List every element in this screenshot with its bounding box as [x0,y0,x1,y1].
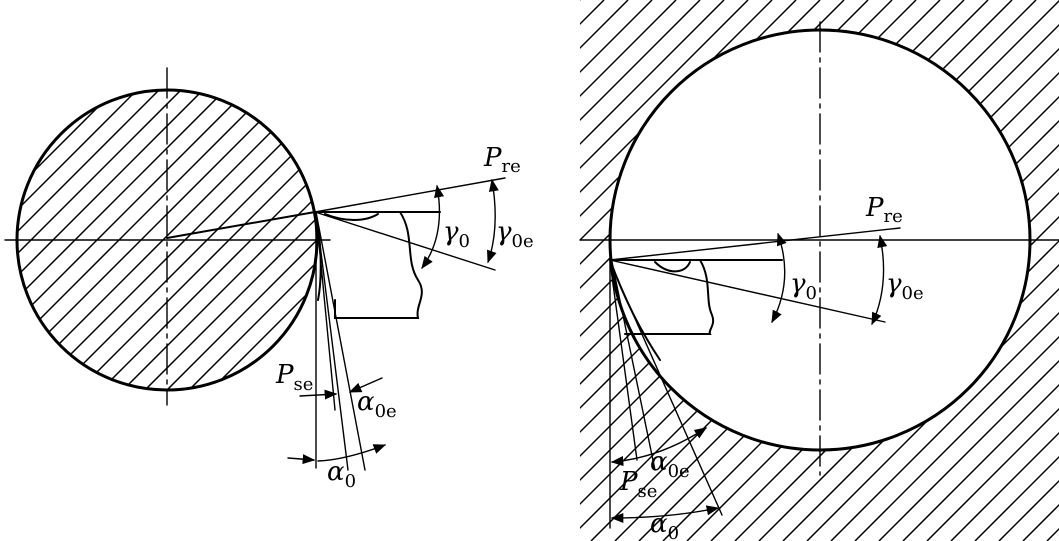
right-hatch-line [580,0,1013,541]
left-hatch-line [205,90,317,390]
right-hatch-line [580,0,965,541]
right-hatch-line [580,0,677,541]
right-hatch-line [950,0,1059,541]
right-flank-line-2 [609,261,723,516]
right-alpha0e-label: α0e [650,447,690,482]
right-hatch-line [580,0,869,541]
left-alpha0-arrow-left [287,454,316,465]
right-hatch-line [580,0,653,541]
left-chip-breaker [324,213,379,221]
right-hatch-line [580,0,893,541]
left-pse-label: Pse [275,360,313,395]
left-alpha0e-label: α0e [357,387,397,422]
left-pre-line [314,177,506,213]
right-tool-body [609,259,783,361]
right-hatch-line [758,0,1059,541]
right-hatch-line [580,0,629,541]
right-alpha0-arc [610,505,720,524]
right-hatch-line [580,0,749,541]
right-gamma0-arc [771,232,787,324]
right-chip-breaker [654,261,691,273]
right-pre-label: Pre [865,193,903,227]
left-rake-line [314,211,496,271]
left-gamma0e-label: γ0e [496,217,534,252]
left-figure: Pre γ0 γ0e Pse α0e α0 [4,67,534,492]
left-flank-line-3 [315,211,336,411]
right-hatch-line [580,0,845,541]
left-gamma0-arc [421,184,445,270]
right-pse-label: Pse [619,467,657,502]
right-hatch-line [926,0,1059,541]
left-gamma0e-arc [487,178,499,264]
right-hatch-line [878,0,1059,541]
right-hatch-line [782,0,1059,541]
right-hatch-line [580,0,821,541]
left-hatch-line [161,90,317,390]
right-hatch-line [580,0,1059,541]
left-alpha0-arc [317,444,387,462]
right-hatch-line [580,0,989,541]
left-radius-line [166,211,316,239]
right-pre-line [609,227,901,261]
right-hatch-line [854,0,1059,541]
right-rake-line [609,259,886,323]
right-hatch-line [580,0,701,541]
left-pre-label: Pre [483,143,521,177]
left-flank-line-2 [315,211,366,471]
left-hatch-line [17,90,165,390]
left-hatch-line [183,90,317,390]
right-hatch-line [580,0,917,541]
right-hatch-line [580,0,1037,541]
left-flank-line-1 [315,211,349,471]
right-hatch-line [710,0,1059,541]
right-gamma0e-arc [871,234,888,326]
right-figure: Pre γ0 γ0e α0e Pse α0 [579,0,1059,541]
right-hatch-line [974,0,1059,541]
right-alpha0e-arc [610,427,708,467]
right-workpiece-hatching [580,0,1059,541]
right-flank-line-1 [609,261,638,461]
right-hatch-line [662,0,1059,541]
right-gamma0-label: γ0 [790,269,817,304]
left-alpha0-label: α0 [327,457,356,492]
left-gamma0-label: γ0 [443,217,470,252]
right-hatch-line [830,0,1059,541]
right-hatch-line [902,0,1059,541]
right-hatch-line [806,0,1059,541]
right-gamma0e-label: γ0e [886,269,924,304]
right-alpha0-label: α0 [650,509,679,541]
left-hatch-line [17,90,121,390]
left-alpha0e-arrow-left [299,389,338,400]
right-hatch-line [580,0,725,541]
left-hatch-line [17,90,143,390]
right-hatch-line [638,0,1059,541]
left-alpha0e-arrow-right [348,377,383,393]
